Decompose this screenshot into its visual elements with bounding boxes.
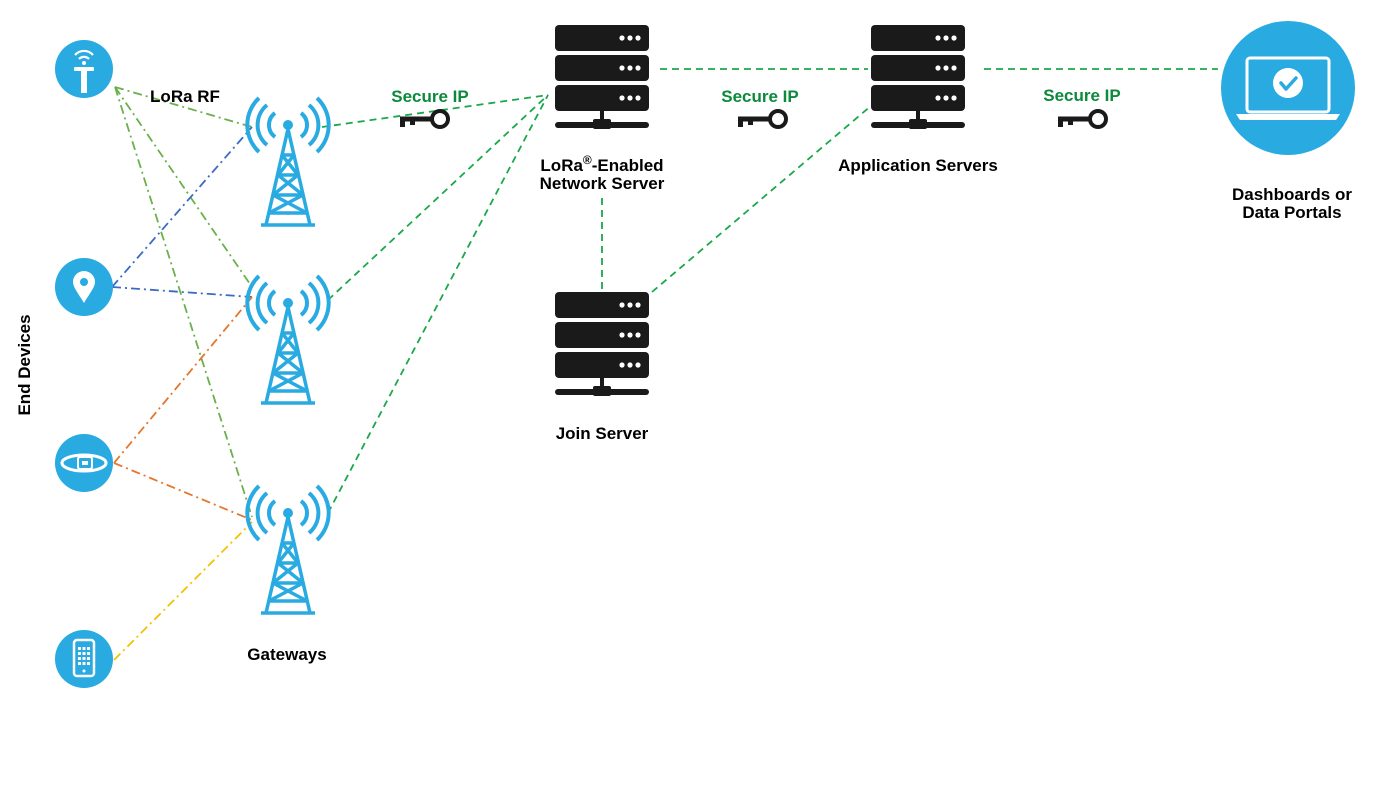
ip-link bbox=[327, 94, 549, 514]
network-server-icon[interactable] bbox=[555, 25, 649, 129]
ip-links bbox=[321, 68, 1218, 514]
sensor-antenna-icon[interactable] bbox=[55, 40, 113, 98]
gateway-tower-icon[interactable] bbox=[245, 96, 331, 227]
rf-link bbox=[113, 521, 253, 661]
join-server-label: Join Server bbox=[556, 424, 649, 443]
dashboards-label: Dashboards or bbox=[1232, 185, 1352, 204]
smartphone-icon[interactable] bbox=[55, 630, 113, 688]
join-server-icon[interactable] bbox=[555, 292, 649, 396]
rf-links bbox=[111, 86, 253, 661]
network-server-label: LoRa®-Enabled bbox=[540, 153, 663, 175]
rf-link bbox=[114, 86, 253, 518]
rf-link bbox=[111, 286, 253, 298]
wristband-icon[interactable] bbox=[55, 434, 113, 492]
key-icon bbox=[736, 109, 788, 129]
secure-ip-label: Secure IP bbox=[1043, 86, 1121, 105]
gateway-tower-icon[interactable] bbox=[245, 484, 331, 615]
gateways-label: Gateways bbox=[247, 645, 326, 664]
rf-link bbox=[111, 126, 253, 288]
end-devices-label: End Devices bbox=[15, 314, 34, 415]
end-devices bbox=[55, 40, 113, 688]
rf-link bbox=[113, 462, 253, 521]
ip-link bbox=[327, 94, 549, 301]
rf-link bbox=[114, 86, 253, 288]
rf-link bbox=[114, 86, 253, 128]
dashboard-laptop-icon[interactable] bbox=[1221, 21, 1355, 155]
application-servers-label: Application Servers bbox=[838, 156, 998, 175]
gateways bbox=[245, 96, 331, 615]
key-icon bbox=[1056, 109, 1108, 129]
ip-link bbox=[651, 104, 873, 293]
dashboards-label-line2: Data Portals bbox=[1242, 203, 1341, 222]
network-server-label-line2: Network Server bbox=[540, 174, 665, 193]
lora-rf-label: LoRa RF bbox=[150, 87, 220, 106]
application-server-icon[interactable] bbox=[871, 25, 965, 129]
rf-link bbox=[113, 296, 253, 464]
secure-ip-label: Secure IP bbox=[721, 87, 799, 106]
secure-ip-label: Secure IP bbox=[391, 87, 469, 106]
gateway-tower-icon[interactable] bbox=[245, 274, 331, 405]
location-pin-icon[interactable] bbox=[55, 258, 113, 316]
